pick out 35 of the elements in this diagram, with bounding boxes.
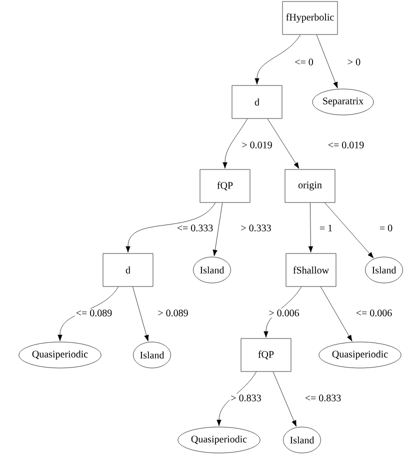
arrow <box>320 286 352 342</box>
edge-label: > 0 <box>346 58 362 66</box>
arrow <box>126 202 216 253</box>
arrow <box>267 118 300 169</box>
arrow <box>216 372 257 426</box>
edge-label: > 0.089 <box>156 308 190 318</box>
edge-label: = 0 <box>378 224 394 232</box>
edge-label: > 0.833 <box>230 394 262 402</box>
edge-label: <= 0.019 <box>326 140 366 150</box>
edge-label: <= 0.006 <box>354 308 394 318</box>
arrow <box>212 202 223 256</box>
decision-box: fQP <box>240 338 292 372</box>
edge-label: <= 0.833 <box>304 394 342 402</box>
arrow <box>264 286 302 338</box>
arrow <box>58 286 119 342</box>
arrow <box>222 118 248 169</box>
edge-label: > 0.006 <box>268 308 300 318</box>
decision-box: origin <box>284 169 336 203</box>
edge-label: > 0.333 <box>240 224 272 232</box>
arrow <box>324 202 374 258</box>
arrow <box>316 34 338 88</box>
arrow <box>272 372 296 427</box>
decision-box: fShallow <box>286 253 336 287</box>
edge-label: <= 0 <box>294 58 314 66</box>
edge-label: <= 0.089 <box>74 308 114 318</box>
arrow <box>132 286 149 342</box>
decision-box: fQP <box>200 169 250 203</box>
arrow <box>308 202 314 253</box>
decision-box: fHyperbolic <box>282 1 338 35</box>
edge-label: <= 0.333 <box>176 224 214 232</box>
edge-label: > 0.019 <box>240 140 274 150</box>
decision-box: d <box>232 85 282 119</box>
decision-box: d <box>102 253 154 287</box>
arrow <box>254 34 301 85</box>
edge-label: = 1 <box>318 224 334 232</box>
